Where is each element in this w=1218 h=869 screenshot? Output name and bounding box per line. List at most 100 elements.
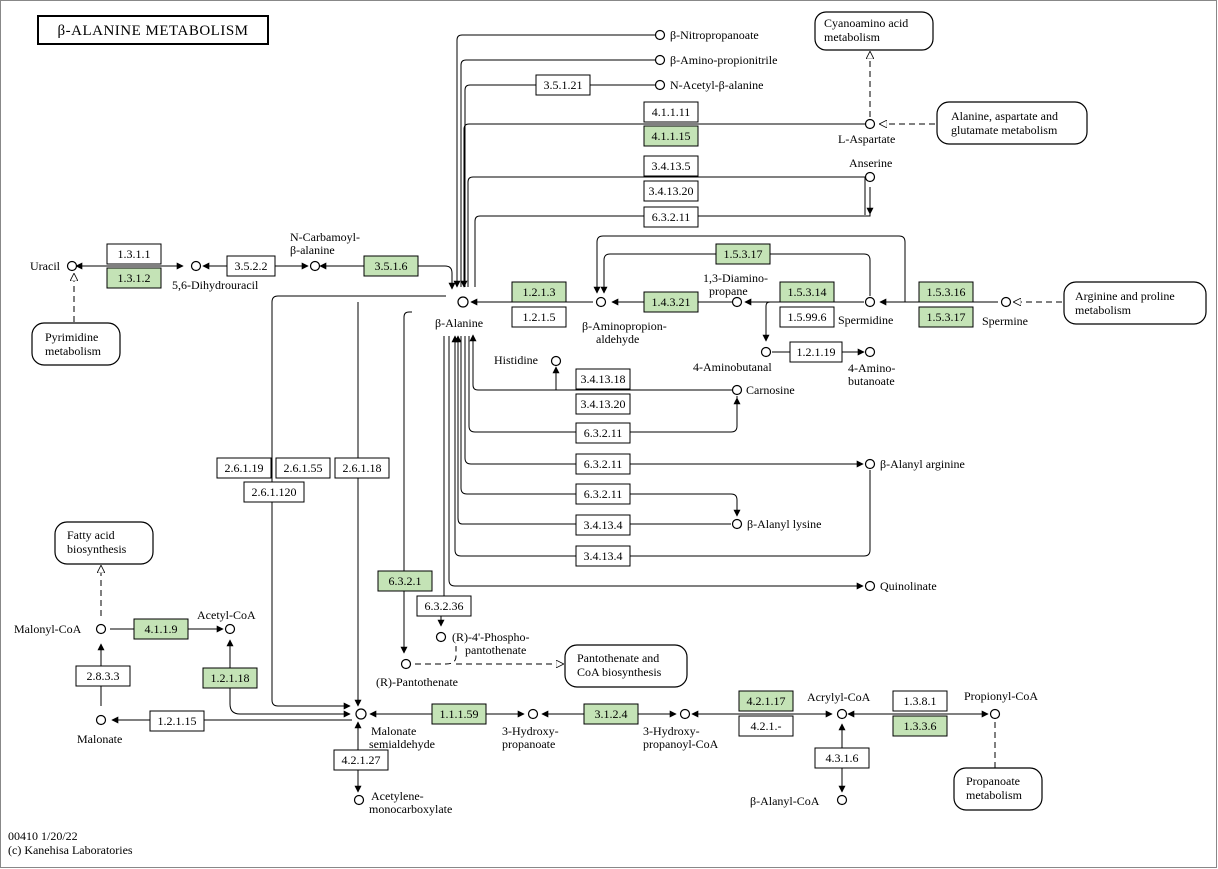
- compound-histidine[interactable]: [550, 355, 562, 367]
- enzyme-2-6-1-19[interactable]: 2.6.1.19: [216, 457, 272, 479]
- enzyme-1-5-3-14[interactable]: 1.5.3.14: [779, 281, 835, 303]
- enzyme-1-5-3-17-a[interactable]: 1.5.3.17: [715, 243, 771, 265]
- label-malonatesemi-2: semialdehyde: [369, 737, 435, 751]
- compound-quinolinate[interactable]: [864, 580, 876, 592]
- enzyme-4-2-1-27[interactable]: 4.2.1.27: [333, 749, 389, 771]
- compound-laspartate[interactable]: [864, 118, 876, 130]
- map-pantothenate-coa[interactable]: Pantothenate and CoA biosynthesis: [564, 644, 688, 688]
- enzyme-4-1-1-15[interactable]: 4.1.1.15: [643, 125, 699, 147]
- compound-malonate[interactable]: [95, 714, 107, 726]
- svg-text:1.5.3.14: 1.5.3.14: [788, 285, 827, 299]
- enzyme-1-3-3-6[interactable]: 1.3.3.6: [892, 715, 948, 737]
- compound-alanylarginine[interactable]: [864, 458, 876, 470]
- enzyme-1-2-1-15[interactable]: 1.2.1.15: [149, 710, 205, 732]
- label-spermidine: Spermidine: [838, 313, 893, 327]
- enzyme-4-1-1-9[interactable]: 4.1.1.9: [133, 618, 189, 640]
- enzyme-1-2-1-3[interactable]: 1.2.1.3: [511, 281, 567, 303]
- compound-carnosine[interactable]: [731, 384, 743, 396]
- enzyme-6-3-2-11-b[interactable]: 6.3.2.11: [575, 422, 631, 444]
- compound-hydroxypropanoylcoa[interactable]: [679, 708, 691, 720]
- enzyme-3-4-13-4-a[interactable]: 3.4.13.4: [575, 514, 631, 536]
- enzyme-6-3-2-11-c[interactable]: 6.3.2.11: [575, 453, 631, 475]
- map-arginine-proline[interactable]: Arginine and proline metabolism: [1063, 281, 1207, 325]
- compound-propionylcoa[interactable]: [989, 708, 1001, 720]
- compound-acetylcoa[interactable]: [224, 623, 236, 635]
- compound-uracil[interactable]: [66, 260, 78, 272]
- svg-text:6.3.2.11: 6.3.2.11: [652, 210, 691, 224]
- enzyme-1-5-99-6[interactable]: 1.5.99.6: [779, 306, 835, 328]
- compound-aminopropionitrile[interactable]: [654, 54, 666, 66]
- enzyme-4-2-1-17[interactable]: 4.2.1.17: [738, 690, 794, 712]
- enzyme-3-4-13-20-b[interactable]: 3.4.13.20: [575, 393, 631, 415]
- enzyme-3-1-2-4[interactable]: 3.1.2.4: [583, 703, 639, 725]
- compound-aminopropionaldehyde[interactable]: [595, 296, 607, 308]
- enzyme-3-4-13-4-b[interactable]: 3.4.13.4: [575, 545, 631, 567]
- enzyme-2-6-1-55[interactable]: 2.6.1.55: [275, 457, 331, 479]
- enzyme-6-3-2-1[interactable]: 6.3.2.1: [377, 570, 433, 592]
- compound-dihydrouracil[interactable]: [190, 260, 202, 272]
- enzyme-1-5-3-17-b[interactable]: 1.5.3.17: [918, 306, 974, 328]
- enzyme-3-4-13-5[interactable]: 3.4.13.5: [643, 155, 699, 177]
- map-cyanoamino-acid[interactable]: Cyanoamino acid metabolism: [814, 11, 934, 51]
- svg-text:metabolism: metabolism: [966, 788, 1023, 802]
- map-alanine-aspartate-glutamate[interactable]: Alanine, aspartate and glutamate metabol…: [936, 101, 1088, 145]
- compound-aminobutanoate[interactable]: [864, 346, 876, 358]
- compound-spermine[interactable]: [1000, 296, 1012, 308]
- svg-text:1.3.8.1: 1.3.8.1: [904, 694, 937, 708]
- enzyme-1-2-1-19[interactable]: 1.2.1.19: [789, 341, 843, 363]
- compound-acetylbalanine[interactable]: [654, 79, 666, 91]
- compound-carbamoyl-balanine[interactable]: [309, 260, 321, 272]
- enzyme-4-3-1-6[interactable]: 4.3.1.6: [814, 747, 870, 769]
- map-fatty-acid-biosynthesis[interactable]: Fatty acid biosynthesis: [54, 521, 154, 565]
- enzyme-1-2-1-18[interactable]: 1.2.1.18: [202, 667, 258, 689]
- enzyme-1-3-1-2[interactable]: 1.3.1.2: [106, 267, 162, 289]
- label-aminobutanoate-1: 4-Amino-: [848, 361, 895, 375]
- compound-aminobutanal[interactable]: [760, 346, 772, 358]
- label-diamino-1: 1,3-Diamino-: [703, 271, 768, 285]
- enzyme-3-4-13-18[interactable]: 3.4.13.18: [575, 368, 631, 390]
- enzyme-3-5-1-21[interactable]: 3.5.1.21: [535, 74, 591, 96]
- map-pyrimidine[interactable]: Pyrimidine metabolism: [31, 322, 121, 366]
- enzyme-1-5-3-16[interactable]: 1.5.3.16: [918, 281, 974, 303]
- compound-malonate-semialdehyde[interactable]: [355, 708, 367, 720]
- svg-text:3.5.1.6: 3.5.1.6: [375, 259, 408, 273]
- enzyme-2-6-1-18[interactable]: 2.6.1.18: [334, 457, 390, 479]
- enzyme-1-4-3-21[interactable]: 1.4.3.21: [643, 291, 699, 313]
- compound-alanyllysine[interactable]: [731, 518, 743, 530]
- label-acrylylcoa: Acrylyl-CoA: [807, 690, 871, 704]
- label-propionylcoa: Propionyl-CoA: [964, 689, 1038, 703]
- enzyme-3-4-13-20-a[interactable]: 3.4.13.20: [643, 180, 699, 202]
- map-propanoate[interactable]: Propanoate metabolism: [953, 767, 1043, 811]
- enzyme-4-1-1-11[interactable]: 4.1.1.11: [643, 101, 699, 123]
- svg-text:4.1.1.11: 4.1.1.11: [652, 105, 691, 119]
- enzyme-3-5-2-2[interactable]: 3.5.2.2: [226, 255, 276, 277]
- enzyme-1-3-8-1[interactable]: 1.3.8.1: [892, 690, 948, 712]
- enzyme-4-2-1[interactable]: 4.2.1.-: [738, 715, 794, 737]
- compound-anserine[interactable]: [864, 171, 876, 183]
- enzyme-6-3-2-36[interactable]: 6.3.2.36: [416, 595, 472, 617]
- compound-spermidine[interactable]: [864, 296, 876, 308]
- svg-text:3.4.13.20: 3.4.13.20: [649, 184, 694, 198]
- enzyme-1-3-1-1[interactable]: 1.3.1.1: [106, 243, 162, 265]
- compound-phosphopantothenate[interactable]: [435, 631, 447, 643]
- compound-balanylcoa[interactable]: [836, 794, 848, 806]
- enzyme-6-3-2-11-a[interactable]: 6.3.2.11: [643, 206, 699, 228]
- enzyme-2-6-1-120[interactable]: 2.6.1.120: [243, 481, 305, 503]
- compound-malonylcoa[interactable]: [95, 623, 107, 635]
- compound-pantothenate[interactable]: [400, 658, 412, 670]
- svg-text:1.3.1.2: 1.3.1.2: [118, 271, 151, 285]
- compound-diaminopropane[interactable]: [731, 296, 743, 308]
- compound-hydroxypropanoate[interactable]: [527, 708, 539, 720]
- enzyme-2-8-3-3[interactable]: 2.8.3.3: [75, 665, 131, 687]
- compound-nitropropanoate[interactable]: [654, 29, 666, 41]
- compound-acetylenemonocarboxylate[interactable]: [353, 794, 365, 806]
- compound-balanine[interactable]: [457, 296, 469, 308]
- svg-text:4.3.1.6: 4.3.1.6: [826, 751, 859, 765]
- svg-text:1.3.1.1: 1.3.1.1: [118, 247, 151, 261]
- enzyme-1-1-1-59[interactable]: 1.1.1.59: [431, 703, 487, 725]
- compound-acrylylcoa[interactable]: [836, 708, 848, 720]
- label-alanylarginine: β-Alanyl arginine: [880, 457, 965, 471]
- enzyme-6-3-2-11-d[interactable]: 6.3.2.11: [575, 483, 631, 505]
- enzyme-1-2-1-5[interactable]: 1.2.1.5: [511, 306, 567, 328]
- enzyme-3-5-1-6[interactable]: 3.5.1.6: [363, 255, 419, 277]
